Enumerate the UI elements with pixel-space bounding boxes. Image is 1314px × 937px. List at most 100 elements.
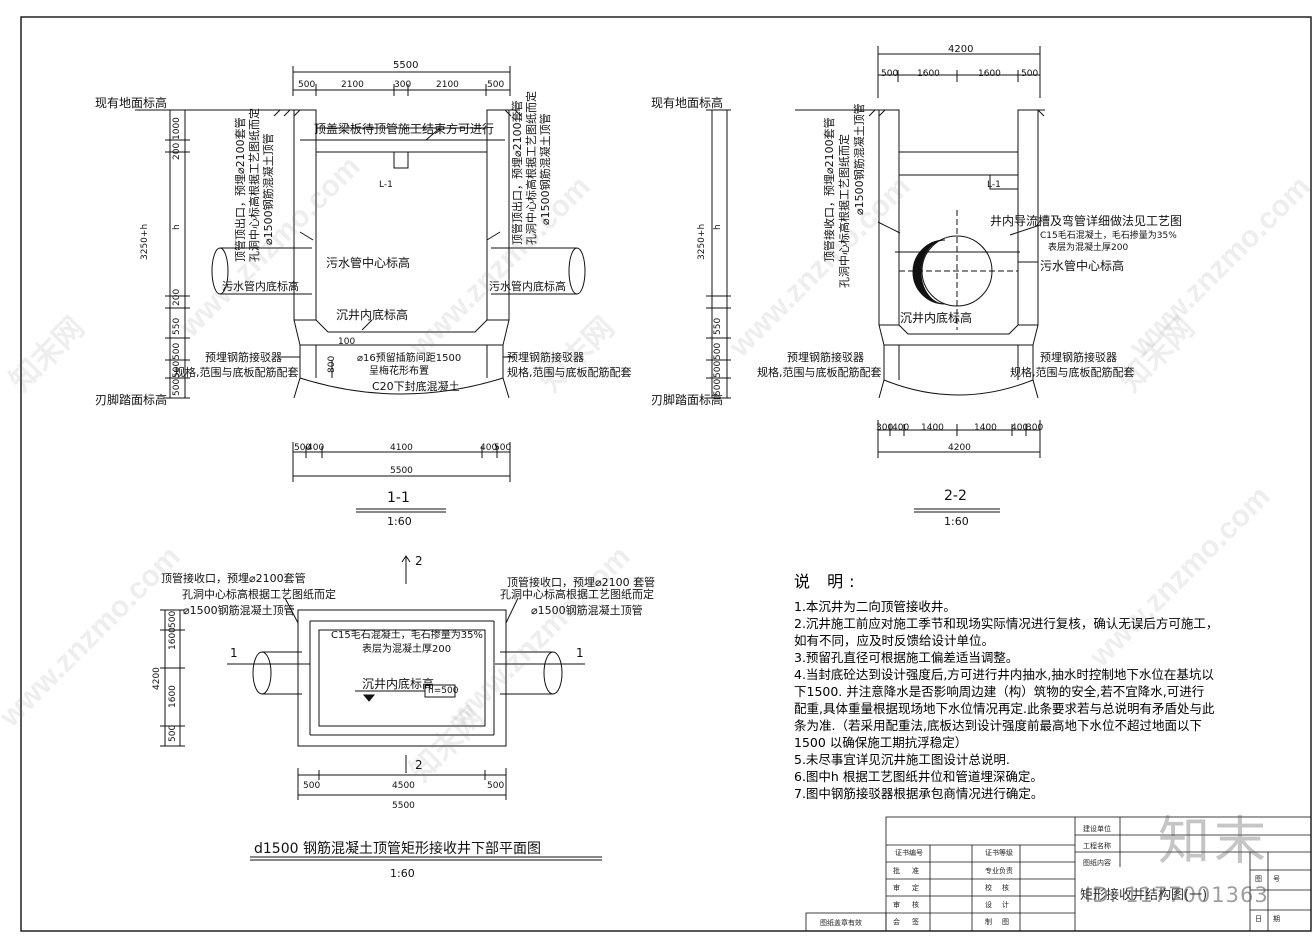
plan-scale: 1:60 [390,867,415,880]
dim: h [172,224,182,230]
dim: 1000 [172,117,182,140]
dim-total: 3250+h [697,223,707,260]
ground-level-label: 现有地面标高 [95,96,168,110]
pipe-note: ⌀1500钢筋混凝土顶管 [531,604,643,617]
tb-row: 设 [985,901,992,909]
pipe-note: 孔洞中心标高根据工艺图纸而定 [182,588,336,601]
dim: 300 [394,80,412,90]
tb-row: 核 [1002,884,1009,892]
plan-title: d1500 钢筋混凝土顶管矩形接收井下部平面图 [254,841,541,857]
dim-total-top: 4200 [948,44,974,55]
dim: 300 [1026,423,1044,433]
dim: h [713,224,723,230]
pipe-bottom-label: 污水管内底标高 [489,280,566,293]
dim: 1600 [978,69,1001,79]
well-bottom-label: 沉井内底标高 [362,677,435,691]
tb-row: 图 [1002,918,1009,926]
dim: 800 [327,355,337,373]
dim: 200 [172,142,182,160]
dim: 500 [168,610,178,628]
image-id: ID: 1177001363 [1085,883,1269,907]
dim: 500 [294,443,312,453]
dim: 400 [307,443,325,453]
dim-total: 3250+h [140,223,150,260]
sewer-center-label: 污水管中心标高 [1040,259,1125,273]
pipe-note: 顶管接收口，预埋⌀2100套管 [823,117,836,262]
note-item: 3.预留孔直径可根据施工偏差适当调整。 [794,650,1019,665]
dim: 1600 [168,685,178,708]
dim: 500 [1021,69,1039,79]
ground-level-label: 现有地面标高 [651,96,724,110]
coupler-label: 预埋钢筋接驳器 [507,351,584,364]
c15-label: 表层为混凝土厚200 [362,644,452,655]
dim: 4500 [392,781,415,791]
tb-cert-no: 证书编号 [895,849,923,857]
c15-label: 表层为混凝土厚200 [1048,243,1129,253]
note-item: 5.未尽事宜详见沉井施工图设计总说明. [794,752,1010,767]
pipe-note: ⌀1500钢筋混凝土顶管 [539,113,552,225]
note-item: 1.本沉井为二向顶管接收井。 [794,599,956,614]
dim: 400 [892,423,910,433]
pipe-bottom-label: 污水管内底标高 [222,280,299,293]
c15-label: C15毛石混凝土，毛石掺量为35% [331,630,483,641]
section-scale: 1:60 [944,515,969,528]
tb-row: 计 [1002,901,1009,909]
dim: 1600 [168,627,178,650]
roof-note: 顶盖梁板待顶管施工结束方可进行 [314,122,495,136]
note-item: 4.当封底砼达到设计强度后,方可进行井内抽水,抽水时控制地下水位在基坑以 [794,667,1214,682]
dim: 1400 [921,423,944,433]
tb-row: 签 [912,918,919,926]
tb-row: 准 [912,867,919,875]
bar-note: ⌀16预留插筋间距1500 [357,353,462,364]
title-block [805,816,1312,932]
dim: 500 [713,360,723,378]
note-item: 7.图中钢筋接驳器根据承包商情况进行确定。 [794,786,1044,801]
dim: 500 [298,80,316,90]
dim: 500 [172,378,182,396]
dim: 2100 [341,80,364,90]
brand-logo: 知末 [1157,812,1270,872]
dim: 500 [487,781,505,791]
notes-title: 说 明: [794,572,861,591]
dim: 500 [303,781,321,791]
pipe-note: ⌀1500钢筋混凝土顶管 [853,103,866,215]
cut-mark: 2 [415,554,423,568]
pipe-note: 孔洞中心标高根据工艺图纸而定 [500,588,654,601]
section-scale: 1:60 [387,515,412,528]
coupler-label: 预埋钢筋接驳器 [1040,351,1117,364]
sewer-center-label: 污水管中心标高 [326,256,411,270]
beam-tag: L-1 [379,180,393,190]
tb-row: 批 [893,867,900,875]
dim: 500 [487,80,505,90]
pipe-note: 顶管接收口，预埋⌀2100套管 [161,572,306,585]
dim: 2100 [436,80,459,90]
note-item: 配重,具体重量根据现场地下水位情况再定.此条要求若与总说明有矛盾处与此 [794,701,1215,716]
note-item: 1500 以确保施工期抗浮稳定） [794,735,968,750]
section-1-1 [135,66,586,513]
bar-note: 呈梅花形布置 [369,366,429,377]
well-bottom-label: 沉井内底标高 [336,308,409,322]
tb-no: 号 [1273,875,1280,883]
tb-period: 期 [1273,915,1280,923]
cut-mark: 1 [576,646,584,660]
well-bottom-label: 沉井内底标高 [900,311,973,325]
design-notes: 说 明: 1.本沉井为二向顶管接收井。 2.沉井施工前应对施工季节和现场实际情况… [794,568,1294,802]
dim: 300 [876,423,894,433]
coupler-label: 规格,范围与底板配筋配套 [174,366,299,379]
dim: 1600 [917,69,940,79]
tb-row: 审 [893,901,900,909]
dim: 200 [172,288,182,306]
tb-row: 校 [985,884,992,892]
dim: 4100 [390,443,413,453]
h-tag: h=500 [428,686,459,696]
note-item: 2.沉井施工前应对施工季节和现场实际情况进行复核，确认无误后方可施工， [794,616,1219,631]
dim: 550 [713,317,723,335]
cut-mark: 2 [415,758,423,772]
blade-level-label: 刃脚踏面标高 [95,393,168,407]
dim-total-top: 5500 [393,60,419,71]
tb-row: 制 [985,918,992,926]
coupler-label: 规格,范围与底板配筋配套 [757,366,882,379]
pipe-note: ⌀1500钢筋混凝土顶管 [183,604,295,617]
tb-unit: 建设单位 [1083,825,1111,833]
